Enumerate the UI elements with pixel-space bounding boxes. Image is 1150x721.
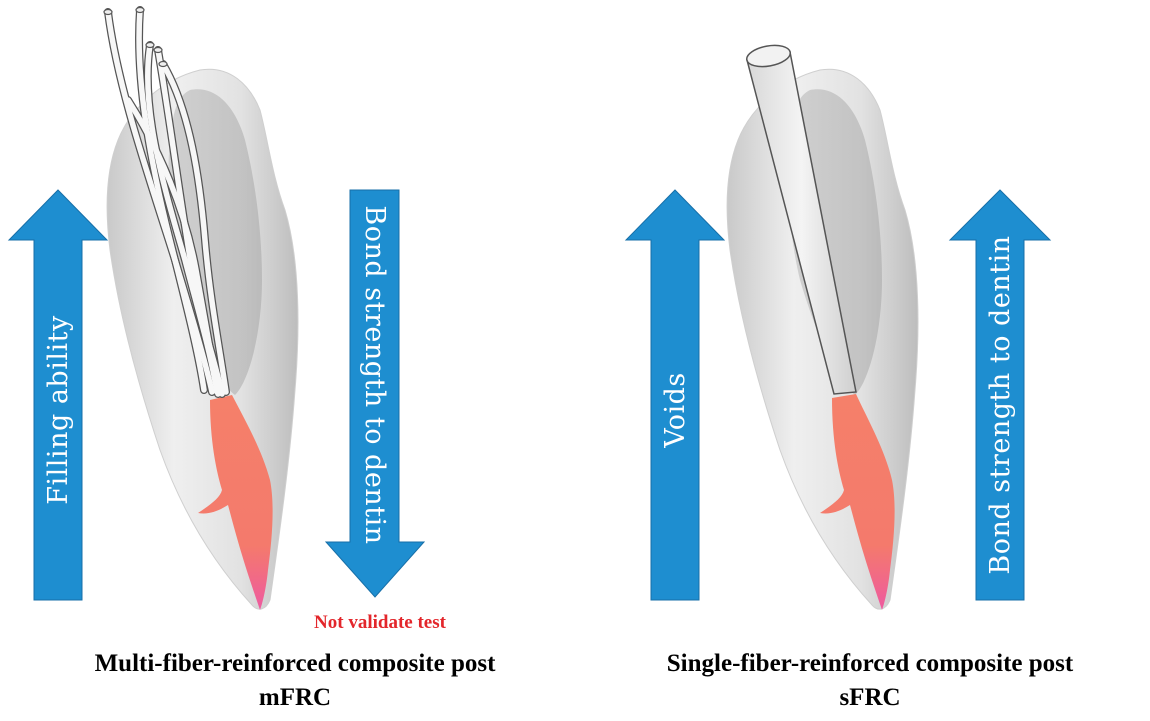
left-caption-title: Multi-fiber-reinforced composite post bbox=[94, 650, 496, 677]
bond-strength-label-right: Bond strength to dentin bbox=[985, 235, 1016, 574]
not-validate-note: Not validate test bbox=[314, 612, 446, 633]
filling-ability-label: Filling ability bbox=[43, 315, 74, 505]
up-arrow-icon bbox=[948, 189, 1052, 601]
filling-ability-arrow: Filling ability bbox=[7, 189, 109, 601]
bond-strength-up-arrow: Bond strength to dentin bbox=[948, 189, 1052, 601]
right-caption-abbrev: sFRC bbox=[839, 684, 901, 711]
single-fiber-post-icon bbox=[746, 44, 857, 395]
voids-arrow: Voids bbox=[624, 189, 726, 601]
down-arrow-icon bbox=[324, 189, 426, 598]
right-caption-title: Single-fiber-reinforced composite post bbox=[666, 650, 1074, 677]
bond-strength-label-left: Bond strength to dentin bbox=[359, 205, 390, 544]
left-caption-abbrev: mFRC bbox=[258, 684, 332, 711]
up-arrow-icon bbox=[7, 189, 109, 601]
root-canal-filling bbox=[820, 394, 895, 610]
left-caption: Multi-fiber-reinforced composite post mF… bbox=[0, 647, 590, 715]
left-panel: Filling ability bbox=[7, 6, 426, 610]
up-arrow-icon bbox=[624, 189, 726, 601]
multi-fiber-post-icon bbox=[103, 6, 230, 398]
right-panel: Voids Bond strength to dentin bbox=[624, 44, 1052, 610]
right-caption: Single-fiber-reinforced composite post s… bbox=[590, 647, 1150, 715]
bond-strength-down-arrow: Bond strength to dentin bbox=[324, 189, 426, 598]
voids-label: Voids bbox=[660, 372, 691, 449]
root-canal-filling bbox=[198, 395, 273, 610]
